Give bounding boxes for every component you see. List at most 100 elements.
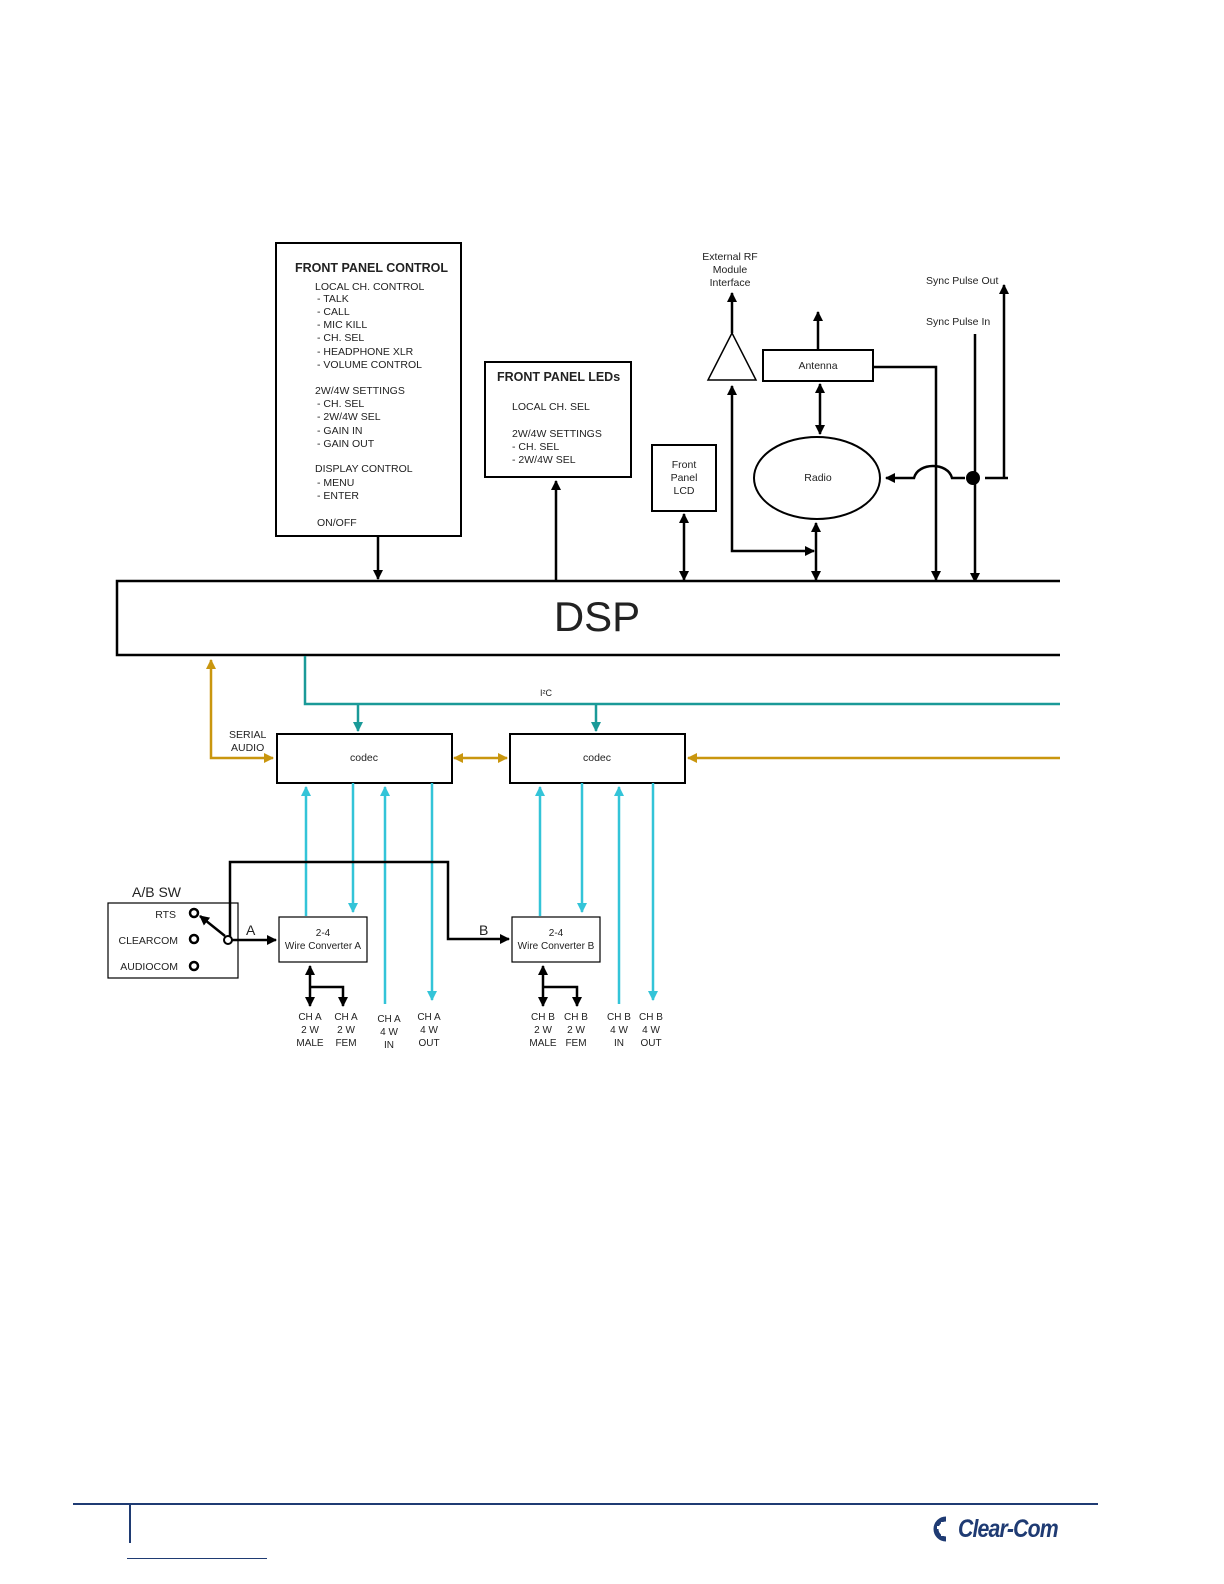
svg-text:OUT: OUT — [418, 1038, 439, 1049]
logo-mark-icon — [933, 1516, 951, 1542]
svg-text:CH A: CH A — [377, 1014, 401, 1025]
radio-block: Radio — [753, 436, 881, 520]
svg-text:AUDIOCOM: AUDIOCOM — [120, 961, 178, 973]
fpc-line: DISPLAY CONTROL — [315, 463, 413, 475]
svg-text:FEM: FEM — [565, 1038, 586, 1049]
fpc-line: - CALL — [317, 306, 350, 318]
fpc-line: - GAIN IN — [317, 425, 363, 437]
serial-audio-bus — [206, 659, 1060, 763]
svg-text:2 W: 2 W — [567, 1025, 585, 1036]
fpc-line: - GAIN OUT — [317, 438, 375, 450]
svg-text:IN: IN — [384, 1040, 394, 1051]
converter-a-outputs — [305, 965, 348, 1007]
external-rf-interface: External RF Module Interface — [702, 251, 758, 381]
svg-text:CH B: CH B — [531, 1012, 555, 1023]
svg-text:CH B: CH B — [639, 1012, 663, 1023]
svg-text:4 W: 4 W — [420, 1025, 438, 1036]
serial-audio-label: AUDIO — [231, 742, 264, 754]
front-panel-control-title: FRONT PANEL CONTROL — [295, 261, 448, 275]
sync-pulse-in-label: Sync Pulse In — [926, 316, 990, 328]
svg-text:codec: codec — [350, 752, 378, 764]
fpc-line: 2W/4W SETTINGS — [315, 385, 405, 397]
front-panel-control-block: FRONT PANEL CONTROL LOCAL CH. CONTROL - … — [275, 242, 462, 537]
fpc-line: LOCAL CH. CONTROL — [315, 281, 424, 293]
ab-switch-block: A/B SW RTS CLEARCOM AUDIOCOM — [107, 884, 239, 979]
antenna-dsp-link — [873, 365, 941, 581]
dsp-label: DSP — [554, 593, 640, 640]
svg-text:Wire Converter A: Wire Converter A — [285, 941, 361, 952]
svg-text:Radio: Radio — [804, 472, 832, 484]
fpc-line: - MENU — [317, 477, 354, 489]
svg-text:Panel: Panel — [671, 472, 698, 484]
logo-text: Clear-Com — [958, 1514, 1059, 1543]
svg-text:MALE: MALE — [529, 1038, 557, 1049]
clear-com-logo: Clear-Com — [932, 1514, 1075, 1544]
ab-switch-title: A/B SW — [132, 884, 182, 900]
i2c-label: I²C — [540, 688, 552, 698]
svg-text:2 W: 2 W — [301, 1025, 319, 1036]
svg-text:Front: Front — [672, 459, 697, 471]
svg-text:CLEARCOM: CLEARCOM — [118, 935, 178, 947]
svg-text:CH B: CH B — [564, 1012, 588, 1023]
svg-text:Wire Converter B: Wire Converter B — [518, 941, 595, 952]
svg-text:CH A: CH A — [334, 1012, 358, 1023]
fpc-line: - MIC KILL — [317, 319, 367, 331]
path-b-label: B — [479, 922, 488, 938]
wire-converter-a: 2-4 Wire Converter A — [278, 916, 368, 963]
svg-text:IN: IN — [614, 1038, 624, 1049]
svg-text:LCD: LCD — [673, 485, 694, 497]
svg-text:2 W: 2 W — [534, 1025, 552, 1036]
i2c-bus — [303, 656, 1060, 732]
svg-text:CH A: CH A — [298, 1012, 322, 1023]
svg-text:4 W: 4 W — [610, 1025, 628, 1036]
footer-tick — [129, 1505, 131, 1543]
rf-radio-link — [727, 385, 815, 556]
fpl-line: LOCAL CH. SEL — [512, 401, 590, 413]
codec-b-audio-lines — [535, 783, 658, 1004]
svg-text:CH A: CH A — [417, 1012, 441, 1023]
switch-converter-links — [228, 860, 510, 945]
converter-b-outputs — [538, 965, 582, 1007]
fpl-line: - 2W/4W SEL — [512, 454, 576, 466]
front-panel-lcd-block: Front Panel LCD — [651, 444, 717, 512]
codec-a-block: codec — [276, 733, 453, 784]
svg-text:4 W: 4 W — [380, 1027, 398, 1038]
path-a-label: A — [246, 922, 256, 938]
front-panel-leds-title: FRONT PANEL LEDs — [497, 370, 620, 384]
svg-text:OUT: OUT — [640, 1038, 661, 1049]
ports-a-labels: CH A 2 W MALE CH A 2 W FEM CH A 4 W IN C… — [296, 1012, 441, 1051]
svg-text:External RF: External RF — [702, 251, 757, 263]
amplifier-triangle — [706, 331, 758, 381]
fpc-line: ON/OFF — [317, 517, 357, 529]
serial-audio-label: SERIAL — [229, 729, 267, 741]
svg-text:Module: Module — [713, 264, 748, 276]
svg-text:codec: codec — [583, 752, 611, 764]
sync-lines — [886, 284, 1009, 583]
svg-text:2-4: 2-4 — [316, 928, 331, 939]
dsp-block: DSP — [115, 579, 1060, 657]
fpc-line: - HEADPHONE XLR — [317, 346, 414, 358]
ports-b-labels: CH B 2 W MALE CH B 2 W FEM CH B 4 W IN C… — [529, 1012, 663, 1049]
footer-rule — [73, 1503, 1098, 1505]
svg-text:4 W: 4 W — [642, 1025, 660, 1036]
codec-a-audio-lines — [301, 783, 437, 1004]
footer-underline — [127, 1558, 267, 1559]
fpc-line: - VOLUME CONTROL — [317, 359, 422, 371]
svg-text:FEM: FEM — [335, 1038, 356, 1049]
fpl-line: 2W/4W SETTINGS — [512, 428, 602, 440]
sync-pulse-out-label: Sync Pulse Out — [926, 275, 998, 287]
fpc-line: - CH. SEL — [317, 398, 364, 410]
fpl-line: - CH. SEL — [512, 441, 559, 453]
block-diagram: FRONT PANEL CONTROL LOCAL CH. CONTROL - … — [107, 242, 1060, 1051]
svg-text:Interface: Interface — [710, 277, 751, 289]
svg-text:2-4: 2-4 — [549, 928, 564, 939]
fpc-line: - ENTER — [317, 490, 359, 502]
front-panel-leds-block: FRONT PANEL LEDs LOCAL CH. SEL 2W/4W SET… — [484, 361, 632, 478]
fpc-line: - TALK — [317, 293, 349, 305]
svg-text:Antenna: Antenna — [798, 360, 837, 372]
codec-b-block: codec — [509, 733, 686, 784]
svg-text:CH B: CH B — [607, 1012, 631, 1023]
wire-converter-b: 2-4 Wire Converter B — [511, 916, 601, 963]
svg-text:RTS: RTS — [155, 909, 176, 921]
fpc-line: - 2W/4W SEL — [317, 411, 381, 423]
